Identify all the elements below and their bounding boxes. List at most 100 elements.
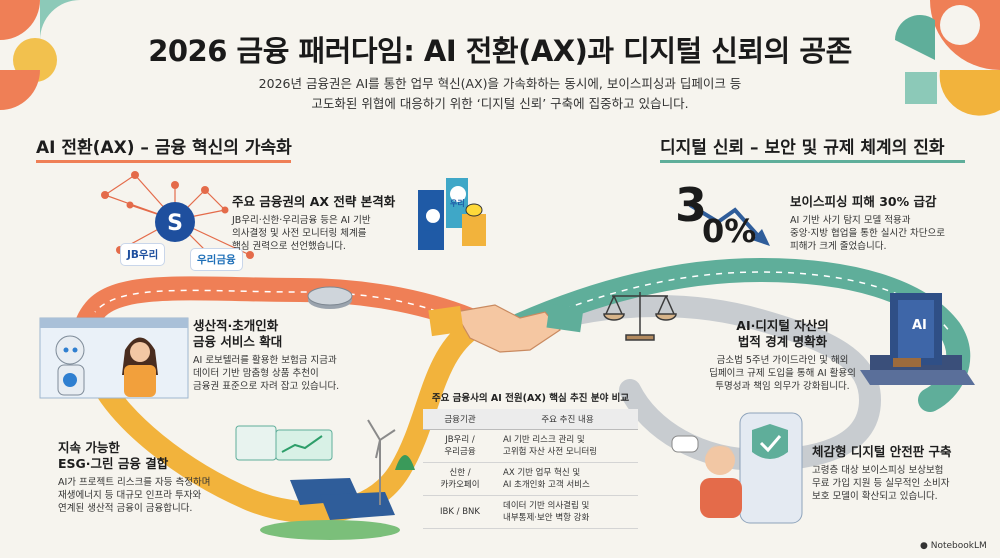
- table-cell-content: AX 기반 업무 혁신 및 AI 초개인화 고객 서비스: [497, 462, 638, 496]
- body-line: 금소법 5주년 가이드라인 및 해외: [716, 355, 849, 366]
- cell-line: JB우리 /: [445, 435, 475, 445]
- body-line: 보호 모델이 확산되고 있습니다.: [812, 491, 938, 502]
- cell-line: AX 기반 업무 혁신 및: [503, 468, 581, 478]
- body-line: 핵심 권력으로 선언했습니다.: [232, 241, 346, 252]
- block-title: 주요 금융권의 AX 전략 본격화: [232, 194, 396, 209]
- elderly-phone-illustration: [671, 412, 803, 524]
- comparison-table-panel: 주요 금융사의 AI 전원(AX) 핵심 추진 분야 비교 금융기관 주요 추진…: [423, 390, 638, 529]
- shinhan-logo-icon: [155, 202, 195, 242]
- right-section-title: 디지털 신뢰 – 보안 및 규제 체계의 진화: [660, 138, 945, 158]
- cell-line: 내부통제·보안 벽항 강화: [503, 513, 590, 523]
- table-cell-content: AI 기반 리스크 관리 및 고위험 자산 사전 모니터링: [497, 429, 638, 463]
- title-line: 금융 서비스 확대: [193, 334, 283, 349]
- decline-arrow-icon: [688, 203, 770, 246]
- logo-woori: 우리: [450, 199, 465, 208]
- balance-scale-icon: [603, 292, 677, 341]
- block-title: 보이스피싱 피해 30% 급감: [790, 194, 937, 209]
- handshake-icon: [428, 303, 584, 353]
- cell-line: 데이터 기반 의사결립 및: [503, 501, 590, 511]
- block-body: AI 기반 사기 탐지 모델 적용과 중앙·지방 협업을 통한 실시간 차단으로…: [790, 214, 980, 253]
- title-line: AI·디지털 자산의: [736, 318, 829, 333]
- title-line: 생산적·초개인화: [193, 318, 279, 333]
- block-title: AI·디지털 자산의 법적 경계 명확화: [700, 318, 865, 350]
- table-title: 주요 금융사의 AI 전원(AX) 핵심 추진 분야 비교: [431, 393, 630, 404]
- cell-line: AI 초개인화 고객 서비스: [503, 480, 590, 490]
- table-header-row: 금융기관 주요 추진 내용: [423, 409, 638, 430]
- body-line: 무료 가입 지원 등 실무적인 소비자: [812, 478, 950, 489]
- table-row: 신한 / 카카오페이 AX 기반 업무 혁신 및 AI 초개인화 고객 서비스: [423, 462, 638, 496]
- corner-shape: [0, 70, 40, 110]
- book-label: AI: [912, 318, 927, 333]
- left-section-title: AI 전환(AX) – 금융 혁신의 가속화: [36, 138, 292, 158]
- body-line: AI가 프로젝트 리스크를 자등 측정하며: [58, 477, 211, 488]
- body-line: 재생에너지 등 대규모 인프라 투자와: [58, 490, 202, 501]
- block-voice-phishing: 보이스피싱 피해 30% 급감 AI 기반 사기 탐지 모델 적용과 중앙·지방…: [790, 194, 980, 253]
- stat-number-main: 3: [675, 178, 708, 232]
- block-body: 고령층 대상 보이스피싱 보상보험 무료 가입 지원 등 실무적인 소비자 보호…: [812, 464, 987, 503]
- body-line: AI 로보텔러를 활용한 보험금 지금과: [193, 355, 337, 366]
- right-section-underline: [660, 160, 965, 163]
- block-esg-green-finance: 지속 가능한 ESG·그린 금융 결합 AI가 프로젝트 리스크를 자등 측정하…: [58, 440, 258, 515]
- subtitle-line: 2026년 금융권은 AI를 통한 업무 혁신(AX)을 가속화하는 동시에, …: [258, 76, 742, 91]
- cell-line: AI 기반 리스크 관리 및: [503, 435, 585, 445]
- block-body: 금소법 5주년 가이드라인 및 해외 딥페이크 규제 도입을 통해 AI 활용의…: [700, 354, 865, 393]
- block-personalized-finance: 생산적·초개인화 금융 서비스 확대 AI 로보텔러를 활용한 보험금 지금과 …: [193, 318, 403, 393]
- svg-text:S: S: [167, 211, 183, 236]
- page-title: 2026 금융 패러다임: AI 전환(AX)과 디지털 신뢰의 공존: [148, 34, 852, 68]
- block-digital-safety: 체감형 디지털 안전판 구축 고령층 대상 보이스피싱 보상보험 무료 가입 지…: [812, 444, 987, 503]
- left-section-underline: [36, 160, 291, 163]
- robot-teller-illustration: [39, 317, 189, 399]
- table-cell-institution: IBK / BNK: [423, 495, 497, 529]
- table-header: 금융기관: [423, 409, 497, 430]
- block-body: JB우리·신한·우리금융 등은 AI 기반 의사결정 및 사전 모니터링 체계를…: [232, 214, 442, 253]
- table-row: IBK / BNK 데이터 기반 의사결립 및 내부통제·보안 벽항 강화: [423, 495, 638, 529]
- cell-line: 카카오페이: [440, 480, 480, 490]
- corner-shape: [895, 15, 935, 60]
- corner-shape: [0, 0, 40, 40]
- block-ax-strategy: 주요 금융권의 AX 전략 본격화 JB우리·신한·우리금융 등은 AI 기반 …: [232, 194, 442, 253]
- cell-line: 고위험 자산 사전 모니터링: [503, 447, 598, 457]
- title-line: 지속 가능한: [58, 440, 120, 455]
- corner-shape: [940, 5, 980, 45]
- subtitle-line: 고도화된 위협에 대응하기 위한 ‘디지털 신뢰’ 구축에 집중하고 있습니다.: [311, 96, 689, 111]
- bank-buildings-icon: [418, 178, 486, 250]
- block-title: 생산적·초개인화 금융 서비스 확대: [193, 318, 403, 350]
- page-subtitle: 2026년 금융권은 AI를 통한 업무 혁신(AX)을 가속화하는 동시에, …: [180, 74, 820, 114]
- body-line: 피해가 크게 줄었습니다.: [790, 241, 887, 252]
- corner-shape: [40, 0, 80, 40]
- green-energy-illustration: [235, 419, 415, 540]
- logo-jbwoori: JB우리: [120, 243, 166, 266]
- table-cell-content: 데이터 기반 의사결립 및 내부통제·보안 벽항 강화: [497, 495, 638, 529]
- body-line: 중앙·지방 협업을 통한 실시간 차단으로: [790, 228, 945, 239]
- cell-line: IBK / BNK: [440, 507, 480, 517]
- table-cell-institution: JB우리 / 우리금융: [423, 429, 497, 463]
- title-line: ESG·그린 금융 결합: [58, 456, 169, 471]
- block-body: AI가 프로젝트 리스크를 자등 측정하며 재생에너지 등 대규모 인프라 투자…: [58, 476, 258, 515]
- brand-label: NotebookLM: [930, 541, 987, 551]
- body-line: 딥페이크 규제 도입을 통해 AI 활용의: [709, 368, 856, 379]
- block-title: 체감형 디지털 안전판 구축: [812, 444, 952, 459]
- body-line: JB우리·신한·우리금융 등은 AI 기반: [232, 215, 371, 226]
- comparison-table: 금융기관 주요 추진 내용 JB우리 / 우리금융 AI 기반 리스크 관리 및…: [423, 409, 638, 529]
- body-line: 데이터 기반 맘춤형 상품 추천이: [193, 368, 319, 379]
- corner-shape: [905, 72, 937, 104]
- logo-woori-finance: 우리금융: [190, 248, 243, 271]
- table-header: 주요 추진 내용: [497, 409, 638, 430]
- body-line: 고령층 대상 보이스피싱 보상보험: [812, 465, 944, 476]
- body-line: 의사결정 및 사전 모니터링 체계를: [232, 228, 367, 239]
- cell-line: 신한 /: [449, 468, 471, 478]
- logo-shinhan: 신한: [423, 223, 438, 232]
- stat-number-percent: 0%: [702, 212, 757, 250]
- notebooklm-icon: ●: [920, 541, 931, 551]
- corner-shape: [939, 70, 1000, 116]
- yellow-road: [89, 319, 481, 524]
- table-cell-institution: 신한 / 카카오페이: [423, 462, 497, 496]
- block-title: 지속 가능한 ESG·그린 금융 결합: [58, 440, 258, 472]
- title-line: 법적 경계 명확화: [737, 334, 828, 349]
- block-legal-boundaries: AI·디지털 자산의 법적 경계 명확화 금소법 5주년 가이드라인 및 해외 …: [700, 318, 865, 393]
- brand-watermark: ● NotebookLM: [920, 541, 987, 551]
- block-body: AI 로보텔러를 활용한 보험금 지금과 데이터 기반 맘춤형 상품 추천이 금…: [193, 354, 403, 393]
- cell-line: 우리금융: [444, 447, 476, 457]
- body-line: 투명성과 책임 의무가 강화됩니다.: [715, 381, 850, 392]
